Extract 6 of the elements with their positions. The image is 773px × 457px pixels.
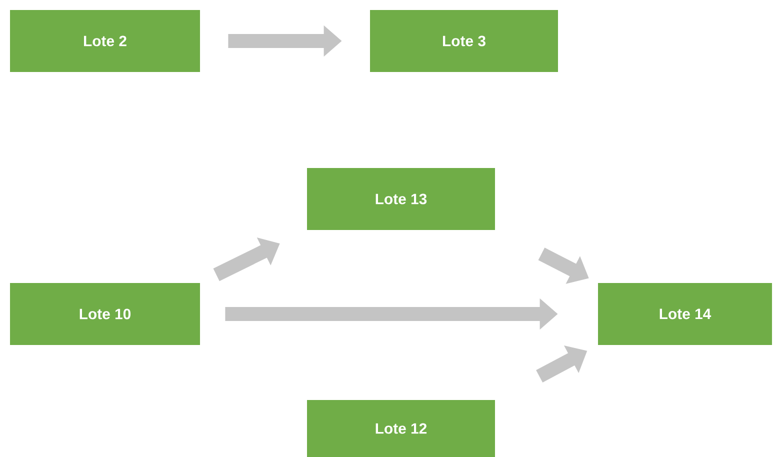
lot-box: Lote 3 (370, 10, 558, 72)
lot-box: Lote 13 (307, 168, 495, 230)
lot-box: Lote 10 (10, 283, 200, 345)
lot-box: Lote 14 (598, 283, 772, 345)
lot-box: Lote 12 (307, 400, 495, 457)
lot-box: Lote 2 (10, 10, 200, 72)
